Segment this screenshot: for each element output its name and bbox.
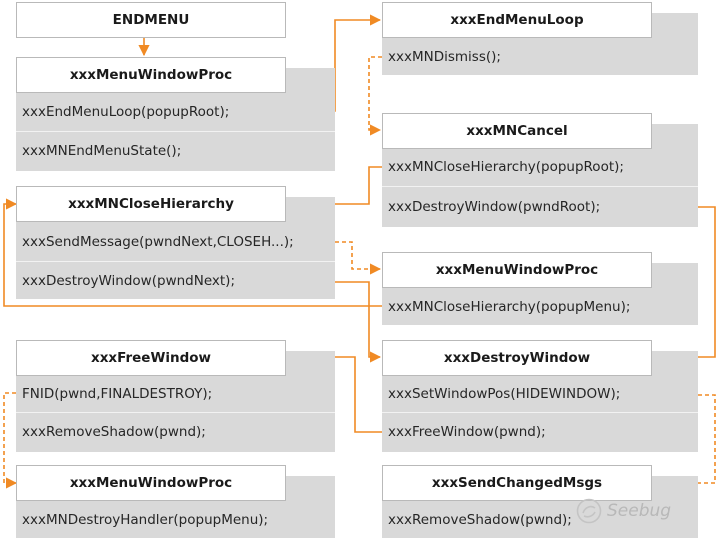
watermark: Seebug (576, 498, 671, 524)
separator (16, 412, 335, 413)
call-end-menu-loop: xxxEndMenuLoop(popupRoot); (22, 104, 230, 120)
send-changed-msgs-header: xxxSendChangedMsgs (382, 465, 652, 501)
call-set-window-pos: xxxSetWindowPos(HIDEWINDOW); (388, 385, 621, 402)
connector-destroywindow-next (335, 281, 382, 363)
connector-dismiss-to-cancel (368, 56, 382, 136)
mn-cancel-title: xxxMNCancel (466, 123, 568, 139)
separator (16, 261, 335, 262)
call-free-window: xxxFreeWindow(pwnd); (388, 424, 546, 440)
call-send-message: xxxSendMessage(pwndNext,CLOSEH...); (22, 233, 294, 250)
watermark-text: Seebug (607, 501, 672, 521)
mn-cancel-header: xxxMNCancel (382, 113, 652, 149)
menu-window-proc-2-header: xxxMenuWindowProc (382, 252, 652, 288)
call-destroy-window-next: xxxDestroyWindow(pwndNext); (22, 272, 235, 289)
call-mn-close-hierarchy-root: xxxMNCloseHierarchy(popupRoot); (388, 159, 624, 175)
call-mn-destroy-handler: xxxMNDestroyHandler(popupMenu); (22, 511, 269, 528)
menu-window-proc-2-title: xxxMenuWindowProc (435, 262, 599, 278)
connector-recursive-closehierarchy (3, 198, 652, 307)
call-mn-close-hierarchy-menu: xxxMNCloseHierarchy(popupMenu); (388, 298, 631, 315)
free-window-title: xxxFreeWindow (91, 350, 211, 366)
separator (16, 131, 335, 132)
call-remove-shadow-left: xxxRemoveShadow(pwnd); (22, 424, 206, 440)
call-remove-shadow-right: xxxRemoveShadow(pwnd); (388, 511, 572, 528)
close-hierarchy-left-header: xxxMNCloseHierarchy (16, 186, 286, 222)
menu-window-proc-1-title: xxxMenuWindowProc (69, 67, 233, 83)
call-destroy-window-root: xxxDestroyWindow(pwndRoot); (388, 198, 601, 215)
endmenu-title: ENDMENU (112, 12, 190, 28)
seebug-logo-icon (576, 498, 602, 524)
destroy-window-header: xxxDestroyWindow (382, 340, 652, 376)
menu-window-proc-3-header: xxxMenuWindowProc (16, 465, 286, 501)
destroy-window-title: xxxDestroyWindow (443, 350, 591, 366)
end-menu-loop-header: xxxEndMenuLoop (382, 2, 652, 38)
call-mn-dismiss: xxxMNDismiss(); (388, 49, 501, 65)
separator (382, 412, 698, 413)
endmenu-box: ENDMENU (16, 2, 286, 38)
call-fnid: FNID(pwnd,FINALDESTROY); (22, 385, 213, 402)
connector-sendmessage-to-menuwindowproc (335, 241, 382, 275)
menu-window-proc-1-header: xxxMenuWindowProc (16, 57, 286, 93)
separator (382, 186, 698, 187)
call-mn-end-menu-state: xxxMNEndMenuState(); (22, 143, 182, 159)
connector-fnid-to-menuwindowproc (3, 392, 18, 489)
send-changed-msgs-title: xxxSendChangedMsgs (431, 475, 603, 491)
menu-window-proc-3-title: xxxMenuWindowProc (69, 475, 233, 491)
end-menu-loop-title: xxxEndMenuLoop (450, 12, 584, 28)
free-window-header: xxxFreeWindow (16, 340, 286, 376)
close-hierarchy-left-title: xxxMNCloseHierarchy (68, 196, 234, 212)
